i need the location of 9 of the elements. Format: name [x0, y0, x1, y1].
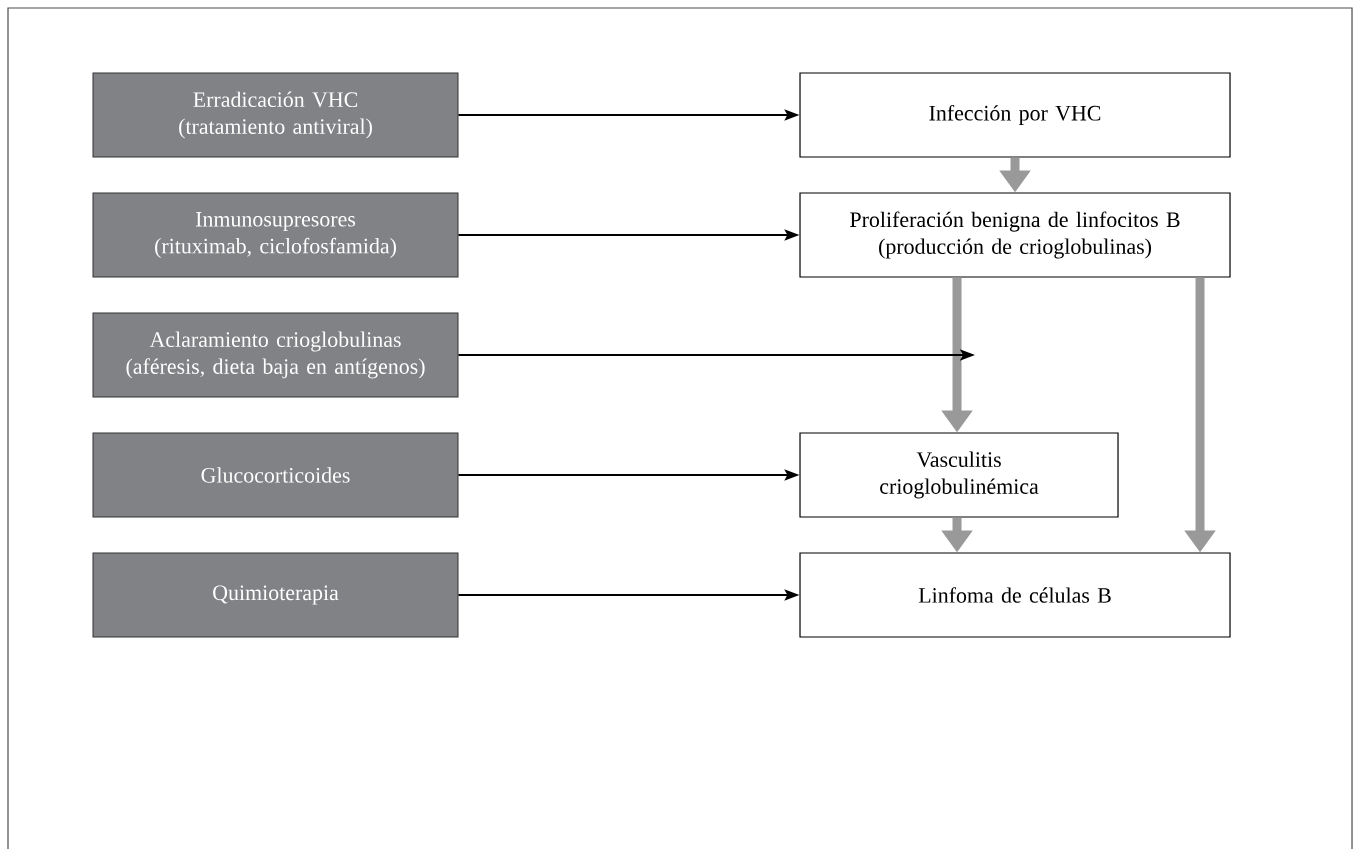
- treatment-box: Inmunosupresores (rituximab, ciclofosfamida): [92, 192, 459, 278]
- condition-box: Proliferación benigna de linfocitos B (producción de crioglobulinas): [799, 192, 1231, 278]
- treatment-box: Erradicación VHC (tratamiento antiviral): [92, 72, 459, 158]
- condition-box: Linfoma de células B: [799, 552, 1231, 638]
- treatment-box: Aclaramiento crioglobulinas (aféresis, dieta baja en antígenos): [92, 312, 459, 398]
- condition-box: Infección por VHC: [799, 72, 1231, 158]
- treatment-box: Glucocorticoides: [92, 432, 459, 518]
- condition-box: Vasculitis crioglobulinémica: [799, 432, 1119, 518]
- treatment-box: Quimioterapia: [92, 552, 459, 638]
